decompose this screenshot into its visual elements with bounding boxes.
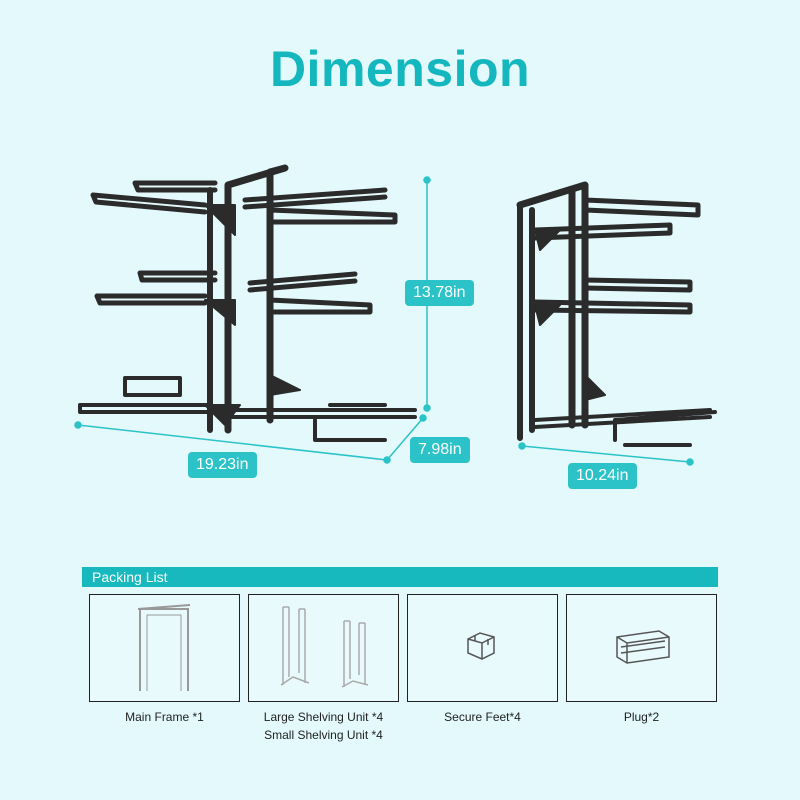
shelving-units-box [248, 594, 399, 702]
plug-box [566, 594, 717, 702]
height-dimension-label: 13.78in [405, 280, 474, 306]
secure-feet-box [407, 594, 558, 702]
shelving-units-image [280, 606, 369, 688]
depth-dimension-label: 7.98in [410, 437, 470, 463]
side-width-dimension-label: 10.24in [568, 463, 637, 489]
small-shelving-unit-label: Small Shelving Unit *4 [264, 728, 383, 742]
main-frame-image [137, 604, 191, 691]
plug-label: Plug*2 [623, 710, 660, 724]
page-title: Dimension [269, 41, 531, 97]
secure-feet-label: Secure Feet*4 [444, 710, 521, 724]
main-frame-box [89, 594, 240, 702]
secure-feet-image [467, 632, 495, 660]
width-dimension-label: 19.23in [188, 452, 257, 478]
shelving-units-label: Large Shelving Unit *4 Small Shelving Un… [248, 708, 399, 744]
large-shelving-unit-label: Large Shelving Unit *4 [263, 710, 384, 724]
packing-list-header: Packing List [82, 567, 718, 587]
main-frame-label: Main Frame *1 [125, 710, 204, 724]
pan-rack-illustration [74, 164, 717, 466]
plug-image [616, 630, 670, 664]
